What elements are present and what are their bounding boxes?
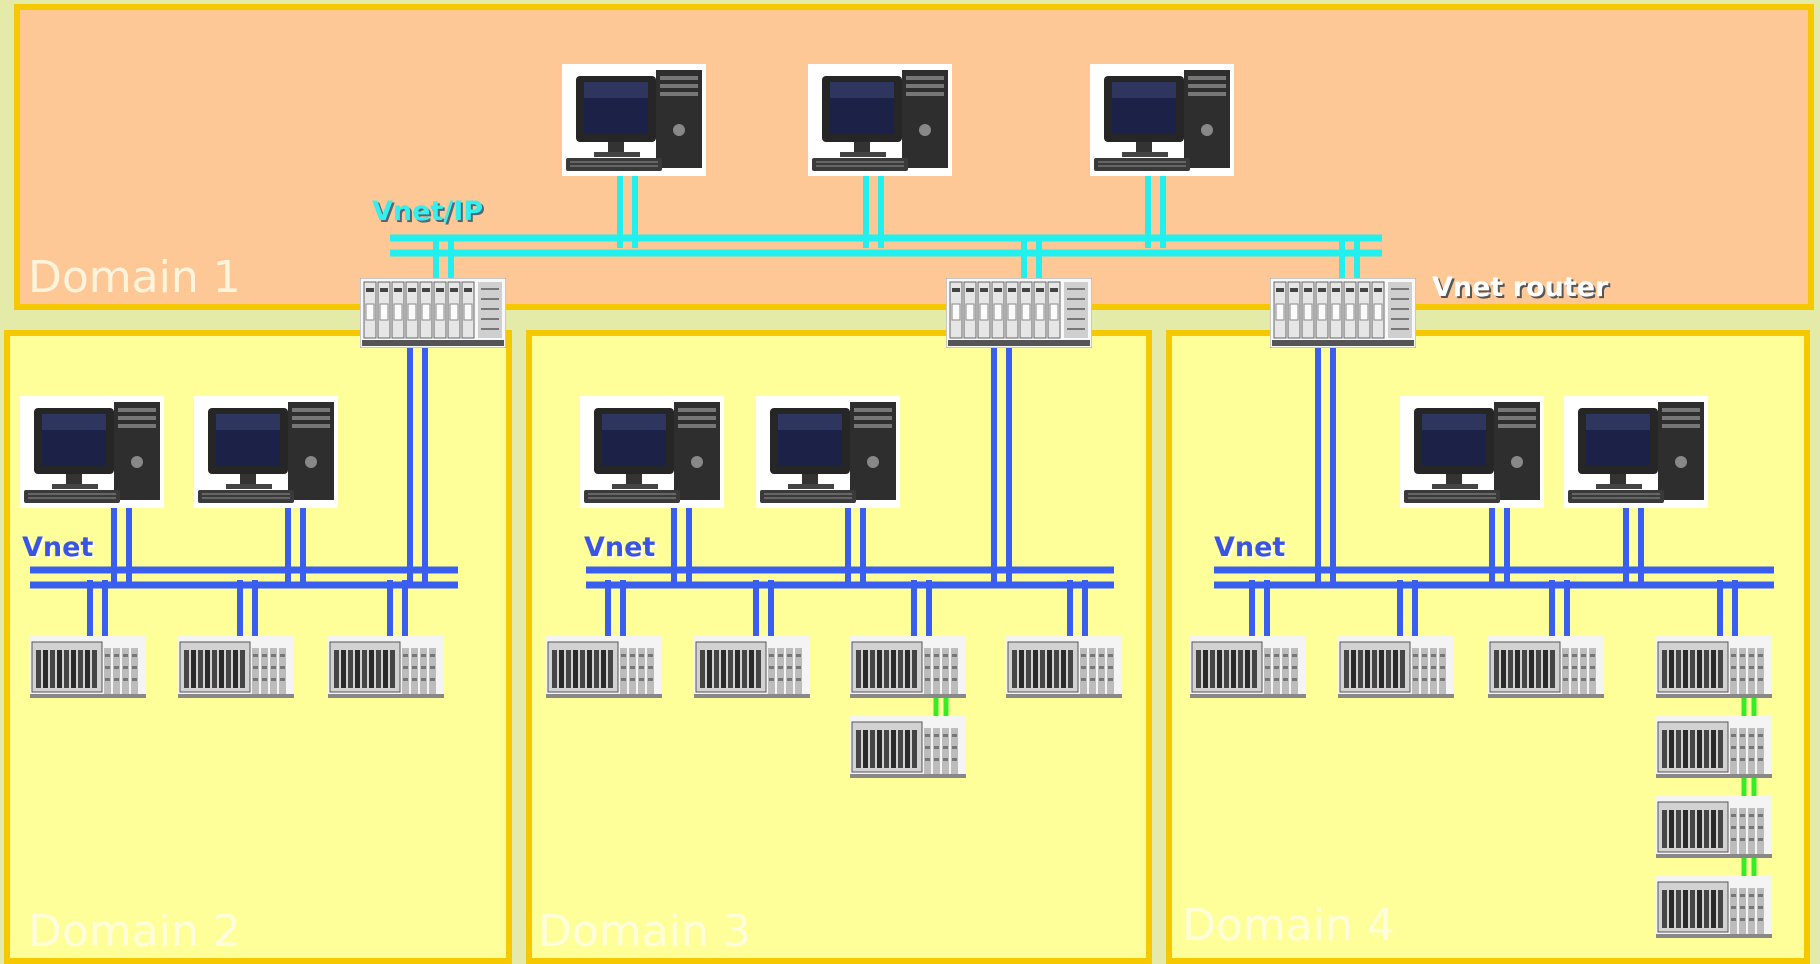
vnet-ip-label: Vnet/IP xyxy=(372,196,484,227)
field-control-station-icon xyxy=(850,716,966,782)
desktop-computer-icon xyxy=(808,64,952,180)
field-control-station-icon xyxy=(178,636,294,702)
desktop-computer-icon xyxy=(580,396,724,512)
field-control-station-icon xyxy=(1190,636,1306,702)
field-control-station-icon xyxy=(850,636,966,702)
field-control-station-icon xyxy=(1656,716,1772,782)
field-control-station-icon xyxy=(1488,636,1604,702)
vnet-router-icon xyxy=(945,277,1093,352)
field-control-station-icon xyxy=(30,636,146,702)
field-control-station-icon xyxy=(1006,636,1122,702)
field-control-station-icon xyxy=(1656,876,1772,942)
desktop-computer-icon xyxy=(20,396,164,512)
domain-2-label: Domain 2 xyxy=(28,906,241,957)
field-control-station-icon xyxy=(1656,796,1772,862)
vnet-label-domain-3: Vnet xyxy=(584,532,656,563)
domain-4-label: Domain 4 xyxy=(1182,900,1395,951)
desktop-computer-icon xyxy=(1400,396,1544,512)
vnet-router-label: Vnet router xyxy=(1432,272,1609,303)
domain-1-label: Domain 1 xyxy=(28,252,241,303)
desktop-computer-icon xyxy=(562,64,706,180)
vnet-router-icon xyxy=(1269,277,1417,352)
desktop-computer-icon xyxy=(756,396,900,512)
desktop-computer-icon xyxy=(1564,396,1708,512)
domain-3-label: Domain 3 xyxy=(538,906,751,957)
vnet-label-domain-4: Vnet xyxy=(1214,532,1286,563)
field-control-station-icon xyxy=(1338,636,1454,702)
field-control-station-icon xyxy=(546,636,662,702)
field-control-station-icon xyxy=(694,636,810,702)
desktop-computer-icon xyxy=(1090,64,1234,180)
vnet-label-domain-2: Vnet xyxy=(22,532,94,563)
field-control-station-icon xyxy=(1656,636,1772,702)
field-control-station-icon xyxy=(328,636,444,702)
desktop-computer-icon xyxy=(194,396,338,512)
vnet-router-icon xyxy=(359,277,507,352)
